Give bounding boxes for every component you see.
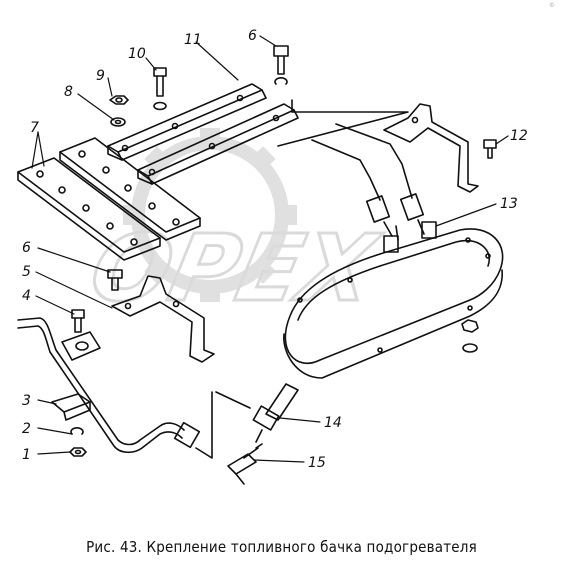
callout-14: 14 bbox=[324, 415, 342, 431]
fuel-line-pair bbox=[311, 123, 425, 241]
callout-1: 1 bbox=[22, 447, 31, 463]
bolt-10 bbox=[153, 67, 167, 111]
mounting-strip-11 bbox=[107, 83, 299, 185]
bolt-12 bbox=[483, 139, 497, 159]
callout-labels: 1 2 3 4 5 6 6 7 8 9 10 11 12 13 14 15 bbox=[22, 28, 528, 471]
callout-8: 8 bbox=[64, 84, 73, 100]
callout-4: 4 bbox=[22, 288, 31, 304]
bolt-6-top bbox=[273, 45, 289, 85]
corner-mark: © bbox=[549, 2, 555, 9]
callout-9: 9 bbox=[96, 68, 105, 84]
elbow-fitting-14 bbox=[215, 383, 299, 443]
washer-8 bbox=[110, 117, 126, 127]
tank-bracket-upper bbox=[383, 103, 479, 193]
washer-2 bbox=[70, 427, 84, 435]
callout-3: 3 bbox=[22, 393, 31, 409]
mounting-plate-7 bbox=[17, 137, 201, 261]
fuel-tank-13 bbox=[283, 221, 504, 379]
clip-3 bbox=[51, 393, 91, 421]
tee-fitting-15 bbox=[227, 443, 263, 485]
callout-6-lower: 6 bbox=[22, 240, 31, 256]
tank-bracket-lower-5 bbox=[111, 275, 215, 363]
callout-12: 12 bbox=[510, 128, 528, 144]
leader-lines bbox=[31, 35, 509, 463]
callout-2: 2 bbox=[22, 421, 31, 437]
nut-right-upper bbox=[461, 319, 479, 333]
fuel-pipe bbox=[17, 317, 213, 459]
callout-11: 11 bbox=[184, 32, 202, 48]
nut-9 bbox=[109, 95, 129, 105]
callout-13: 13 bbox=[500, 196, 518, 212]
callout-7: 7 bbox=[30, 120, 39, 136]
callout-10: 10 bbox=[128, 46, 146, 62]
callout-5: 5 bbox=[22, 264, 31, 280]
nut-right-lower bbox=[462, 343, 478, 353]
watermark-text: OPEX bbox=[82, 215, 388, 322]
bolt-6-lower bbox=[107, 269, 123, 291]
bolt-4 bbox=[71, 309, 85, 333]
pipe-clamp bbox=[61, 331, 101, 361]
leader-line-top bbox=[277, 99, 409, 147]
nut-1 bbox=[69, 447, 87, 457]
figure-caption: Рис. 43. Крепление топливного бачка подо… bbox=[86, 538, 477, 556]
callout-6-upper: 6 bbox=[248, 28, 257, 44]
callout-15: 15 bbox=[308, 455, 326, 471]
